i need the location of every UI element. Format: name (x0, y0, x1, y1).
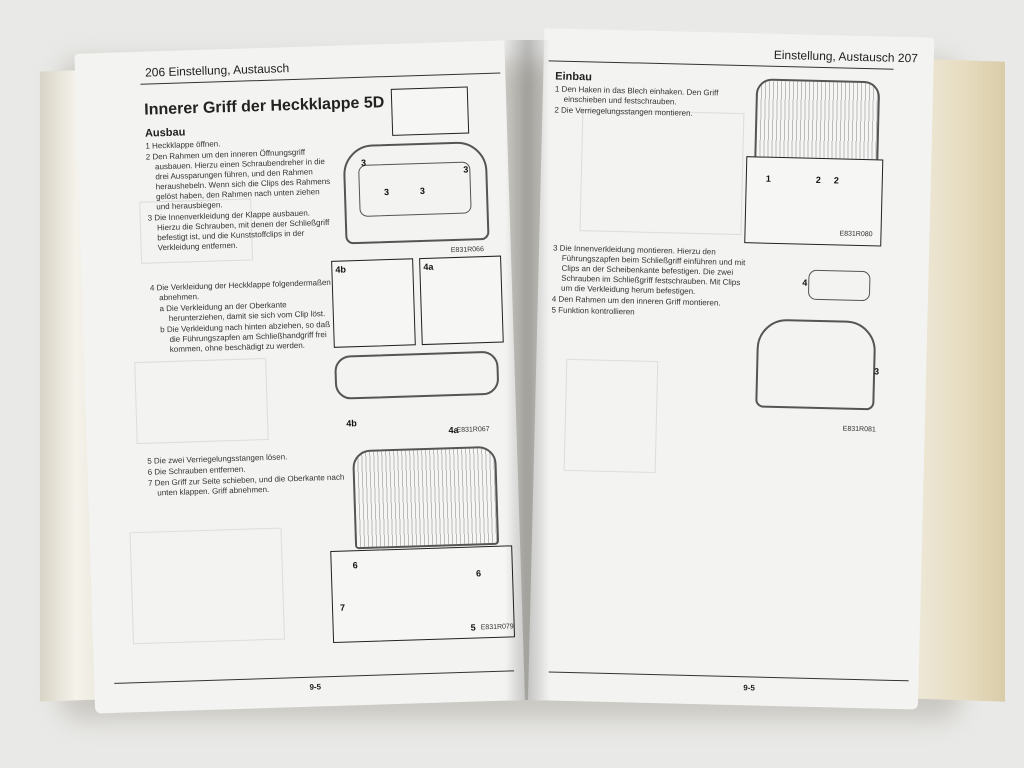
steps-removal-1-3: 1 Heckklappe öffnen. 2 Den Rahmen um den… (145, 136, 333, 255)
steps-install-3-5: 3 Die Innenverkleidung montieren. Hierzu… (551, 243, 753, 321)
figure-tailgate-frame: 3 3 3 3 E831R066 (331, 86, 502, 276)
bleed-through (579, 109, 745, 236)
footer-rule (548, 671, 909, 682)
section-heading: Einbau (555, 70, 593, 84)
callout: 7 (339, 602, 346, 613)
callout: 4a (423, 261, 434, 272)
callout: 3 (874, 366, 880, 377)
left-page: 206 Einstellung, Austausch Innerer Griff… (74, 40, 525, 714)
callout: 3 (463, 164, 469, 175)
book-gutter (505, 40, 550, 700)
callout: 3 (419, 185, 426, 197)
steps-removal-5-7: 5 Die zwei Verriegelungsstangen lösen. 6… (147, 450, 348, 499)
tailgate-inner (754, 78, 881, 166)
arrow-callout: 4b (346, 418, 357, 429)
tailgate-inner (352, 445, 500, 550)
section-heading: Ausbau (144, 126, 186, 140)
step: 3 Die Innenverkleidung montieren. Hierzu… (552, 243, 746, 296)
substep: b Die Verkleidung nach hinten abziehen, … (160, 319, 331, 354)
page-footer: 9-5 (309, 682, 322, 692)
callout: 3 (383, 187, 390, 198)
figure-inset (390, 86, 470, 136)
bleed-through (129, 527, 285, 645)
page-header: Einstellung, Austausch 207 (773, 47, 919, 66)
callout: 5 (470, 622, 476, 633)
callout: 4 (802, 277, 808, 288)
tailgate-outline (755, 318, 877, 411)
callout: 6 (352, 560, 358, 571)
callout: 3 (360, 157, 367, 168)
figure-handle-removal: 6 6 7 5 E831R079 (327, 445, 518, 646)
figure-code: E831R066 (450, 246, 485, 255)
figure-trim-removal: 4b 4a 4b 4a E831R067 (331, 255, 512, 445)
figure-frame-install: 4 3 E831R081 (754, 269, 888, 442)
callout: 4b (335, 264, 347, 275)
step-4: 4 Die Verkleidung der Heckklappe folgend… (150, 278, 337, 357)
trim-panel (334, 350, 500, 400)
figure-handle-install: 1 2 2 E831R080 (744, 78, 888, 256)
step: 3 Die Innenverkleidung der Klappe ausbau… (147, 208, 330, 253)
right-page: Einstellung, Austausch 207 Einbau 1 Den … (528, 28, 935, 710)
callout: 6 (475, 568, 482, 579)
bleed-through (134, 357, 269, 445)
figure-code: E831R081 (842, 425, 876, 434)
callout: 2 (815, 174, 821, 185)
callout: 1 (765, 173, 771, 184)
tailgate-window (358, 161, 472, 217)
figure-code: E831R080 (839, 230, 873, 239)
step: 2 Den Rahmen um den inneren Öffnungsgrif… (145, 147, 331, 212)
bleed-through (563, 358, 659, 474)
callout: 2 (833, 175, 839, 186)
steps-install-1-2: 1 Den Haken in das Blech einhaken. Den G… (554, 84, 755, 121)
page-header: 206 Einstellung, Austausch (144, 61, 290, 80)
figure-code: E831R067 (456, 425, 490, 435)
page-footer: 9-5 (743, 683, 756, 693)
frame-part (807, 269, 871, 302)
